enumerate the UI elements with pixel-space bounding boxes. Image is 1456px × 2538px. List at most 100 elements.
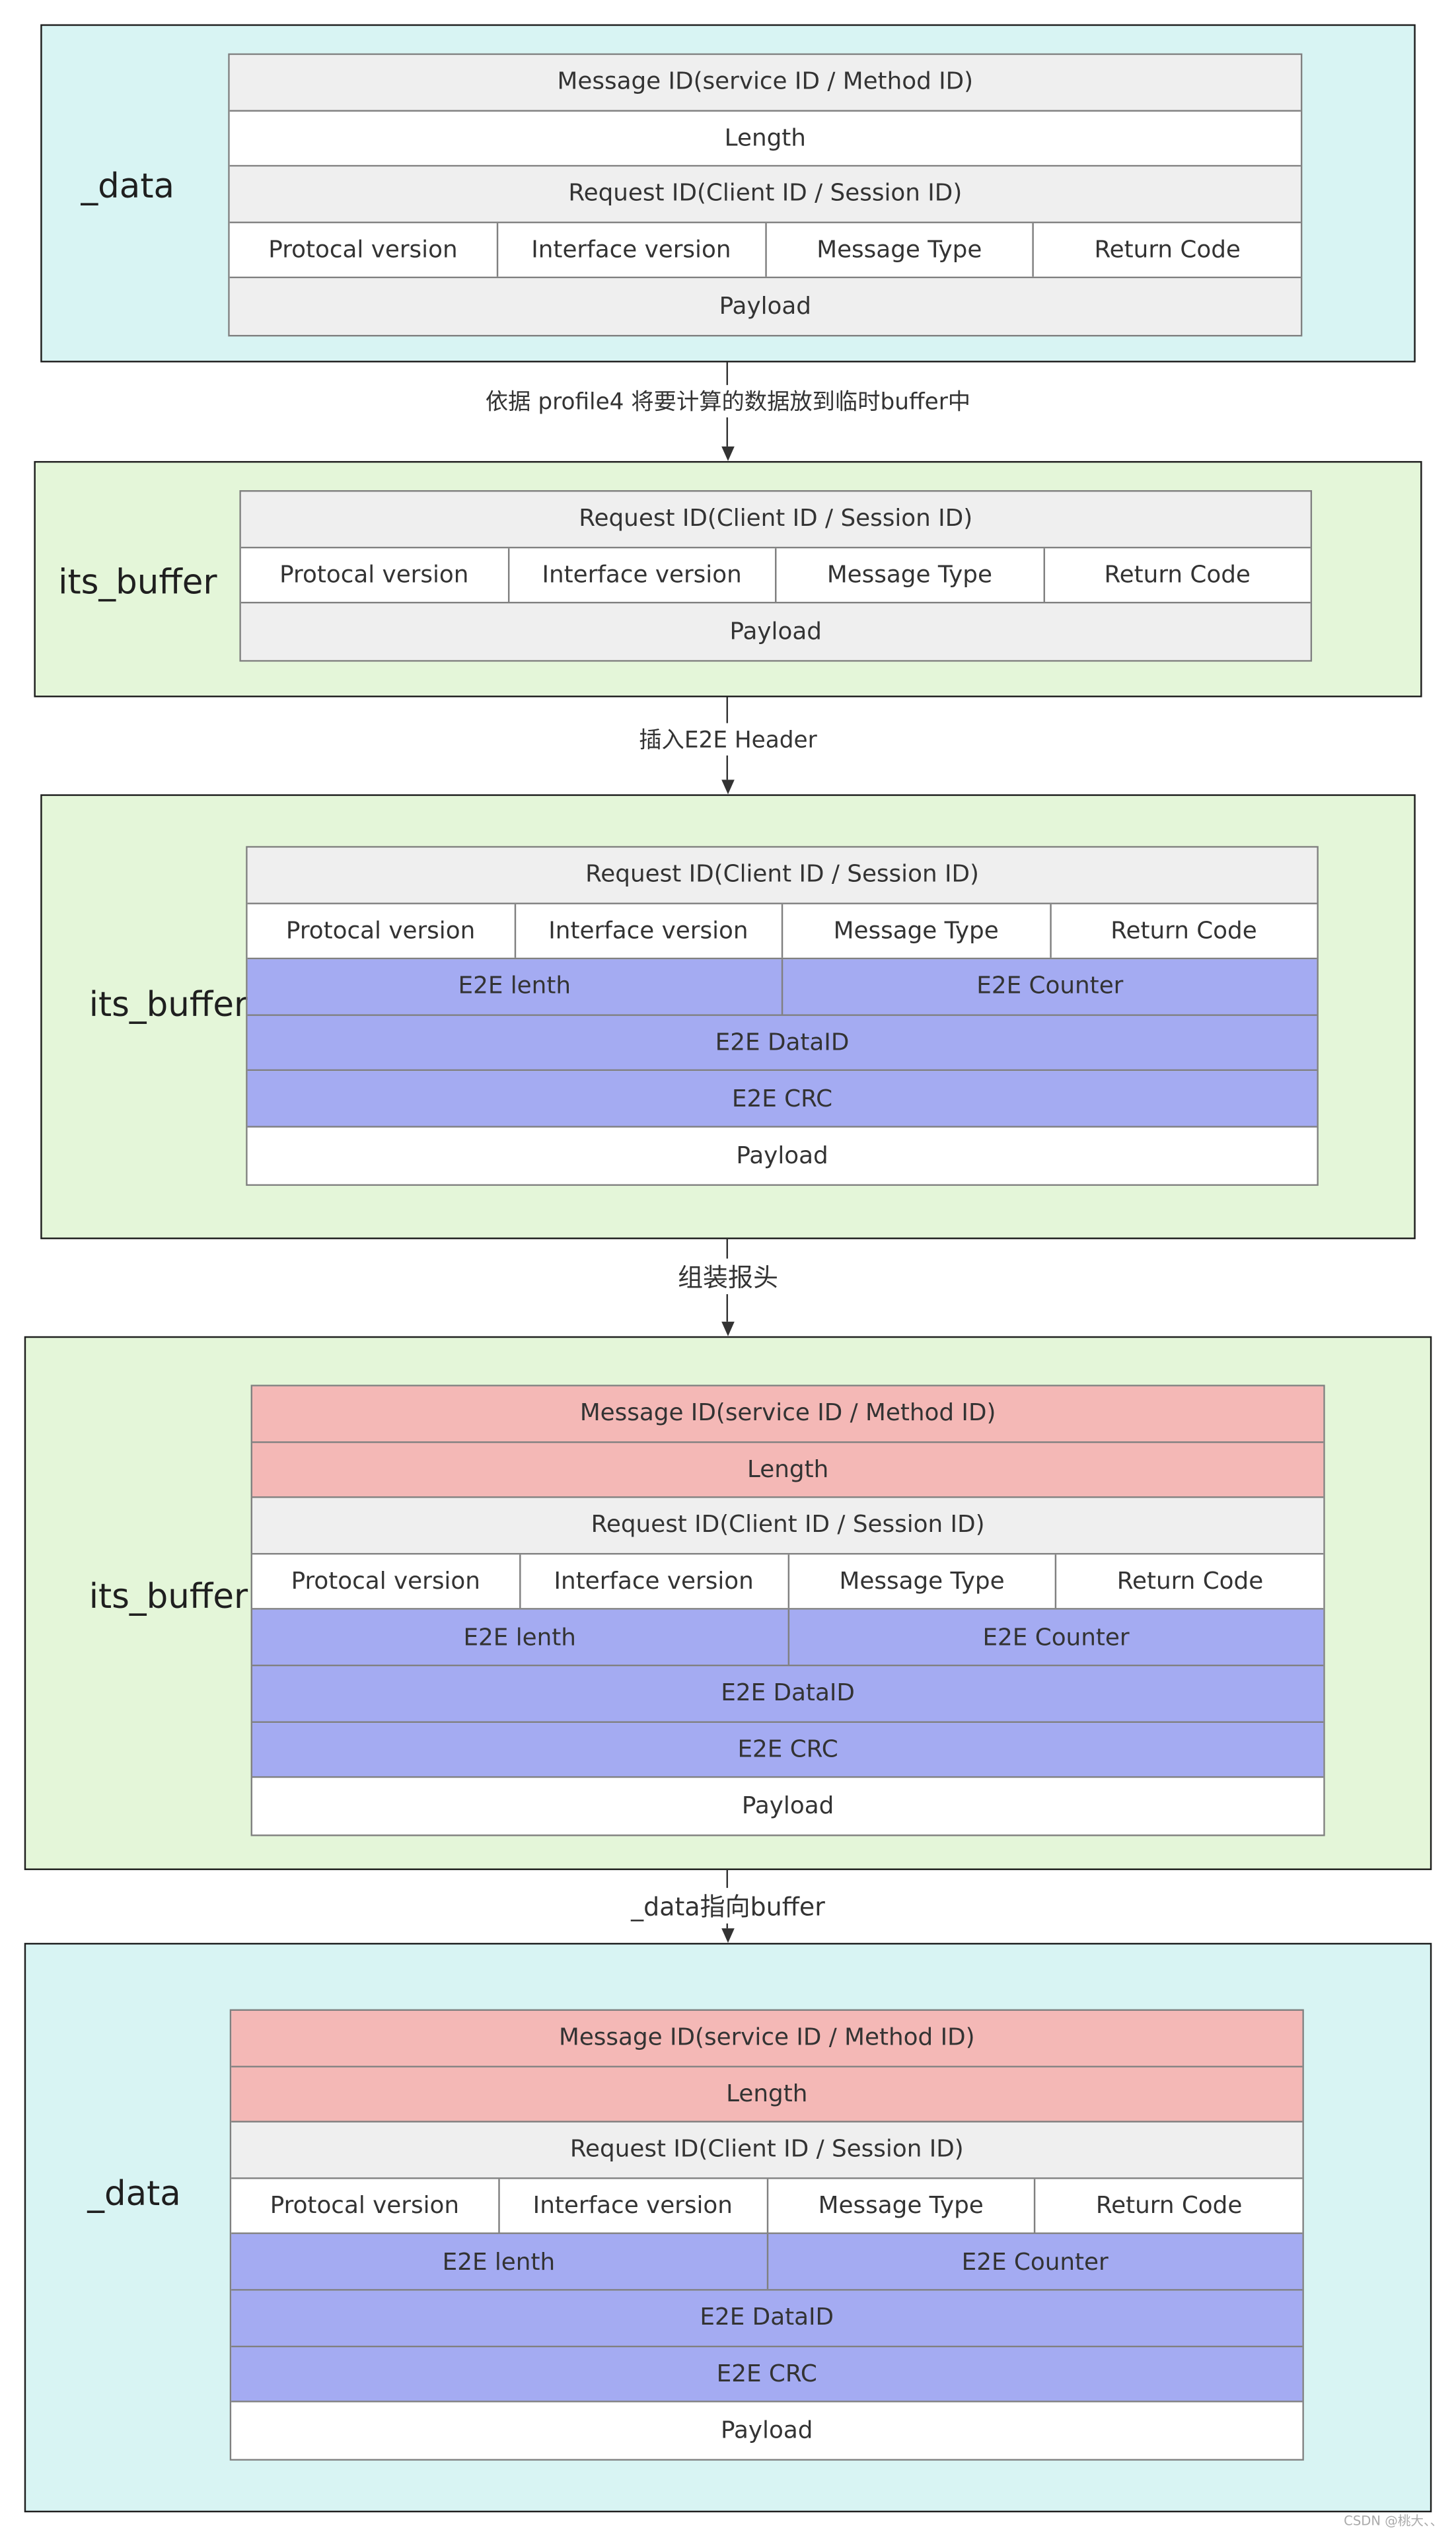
message-id-cell: Message ID(service ID / Method ID): [579, 1400, 996, 1428]
e2e-crc-cell: E2E CRC: [716, 2360, 817, 2388]
e2e-lenth-cell: E2E lenth: [231, 2234, 768, 2290]
e2e-crc-cell: E2E CRC: [731, 1085, 833, 1113]
message-type-cell: Message Type: [766, 223, 1035, 277]
length-cell: Length: [746, 1455, 829, 1484]
table-row: Length: [229, 110, 1301, 167]
panel-label: _data: [81, 166, 175, 206]
protocal-version-cell: Protocal version: [231, 2179, 500, 2233]
table-row: Payload: [231, 2402, 1303, 2459]
table-row: Payload: [229, 279, 1301, 335]
table-row: Payload: [240, 603, 1311, 660]
request-id-cell: Request ID(Client ID / Session ID): [568, 180, 963, 208]
table-row: E2E lenth E2E Counter: [231, 2234, 1303, 2291]
table-row: E2E CRC: [231, 2346, 1303, 2403]
protocal-version-cell: Protocal version: [252, 1554, 521, 1609]
e2e-dataid-cell: E2E DataID: [721, 1679, 855, 1708]
table-row: Request ID(Client ID / Session ID): [240, 491, 1311, 548]
e2e-crc-cell: E2E CRC: [737, 1735, 838, 1763]
table-row: Payload: [252, 1778, 1324, 1834]
e2e-counter-cell: E2E Counter: [976, 972, 1124, 1001]
e2e-lenth-cell: E2E lenth: [248, 959, 783, 1014]
return-code-cell: Return Code: [1110, 917, 1257, 945]
panel-label: its_buffer: [58, 563, 217, 602]
arrow-label: 组装报头: [674, 1258, 782, 1295]
table-row: Protocal version Interface version Messa…: [231, 2179, 1303, 2235]
message-table: Request ID(Client ID / Session ID) Proto…: [239, 490, 1313, 662]
table-row: E2E DataID: [231, 2290, 1303, 2347]
table-row: E2E DataID: [252, 1666, 1324, 1723]
arrowhead: [721, 1321, 734, 1336]
arrow-label: 插入E2E Header: [636, 723, 820, 756]
return-code-cell: Return Code: [1104, 561, 1251, 589]
table-row: Request ID(Client ID / Session ID): [229, 166, 1301, 223]
message-id-cell: Message ID(service ID / Method ID): [558, 2024, 975, 2052]
request-id-cell: Request ID(Client ID / Session ID): [585, 861, 980, 889]
protocal-version-cell: Protocal version: [248, 903, 515, 959]
table-row: E2E lenth E2E Counter: [247, 959, 1317, 1016]
panel-data-original: _data Message ID(service ID / Method ID)…: [40, 24, 1416, 363]
protocal-version-cell: Protocal version: [230, 223, 498, 277]
table-row: Request ID(Client ID / Session ID): [231, 2122, 1303, 2179]
table-row: Protocal version Interface version Messa…: [247, 903, 1317, 960]
table-row: Protocal version Interface version Messa…: [229, 223, 1301, 279]
length-cell: Length: [726, 2080, 808, 2108]
payload-cell: Payload: [736, 1142, 828, 1169]
e2e-counter-cell: E2E Counter: [961, 2248, 1109, 2276]
length-cell: Length: [724, 124, 806, 152]
table-row: Message ID(service ID / Method ID): [229, 55, 1301, 111]
table-row: Protocal version Interface version Messa…: [240, 548, 1311, 604]
arrow-label: _data指向buffer: [628, 1887, 828, 1924]
table-row: E2E DataID: [247, 1015, 1317, 1072]
request-id-cell: Request ID(Client ID / Session ID): [569, 2136, 964, 2164]
payload-cell: Payload: [729, 618, 822, 646]
table-row: E2E CRC: [247, 1071, 1317, 1128]
e2e-counter-cell: E2E Counter: [982, 1623, 1130, 1651]
message-table: Message ID(service ID / Method ID) Lengt…: [229, 2009, 1304, 2461]
message-table: Message ID(service ID / Method ID) Lengt…: [228, 53, 1303, 337]
panel-label: its_buffer: [89, 1577, 248, 1616]
return-code-cell: Return Code: [1094, 236, 1241, 264]
payload-cell: Payload: [741, 1792, 834, 1820]
table-row: Message ID(service ID / Method ID): [231, 2010, 1303, 2067]
table-row: Message ID(service ID / Method ID): [252, 1386, 1324, 1443]
table-row: Length: [252, 1442, 1324, 1499]
message-type-cell: Message Type: [783, 903, 1051, 959]
interface-version-cell: Interface version: [499, 2179, 768, 2233]
table-row: Protocal version Interface version Messa…: [252, 1554, 1324, 1611]
arrowhead: [721, 1928, 734, 1943]
table-row: Request ID(Client ID / Session ID): [252, 1498, 1324, 1554]
message-id-cell: Message ID(service ID / Method ID): [557, 68, 974, 96]
interface-version-cell: Interface version: [498, 223, 766, 277]
arrowhead: [721, 780, 734, 795]
message-type-cell: Message Type: [768, 2179, 1036, 2233]
panel-label: _data: [87, 2174, 181, 2214]
table-row: E2E CRC: [252, 1722, 1324, 1778]
panel-buffer-assembled: its_buffer Message ID(service ID / Metho…: [24, 1336, 1432, 1870]
interface-version-cell: Interface version: [521, 1554, 789, 1609]
message-type-cell: Message Type: [776, 548, 1044, 602]
interface-version-cell: Interface version: [515, 903, 783, 959]
request-id-cell: Request ID(Client ID / Session ID): [579, 505, 973, 533]
message-table: Message ID(service ID / Method ID) Lengt…: [250, 1385, 1325, 1836]
table-row: Request ID(Client ID / Session ID): [247, 848, 1317, 904]
panel-buffer-temp: its_buffer Request ID(Client ID / Sessio…: [34, 460, 1422, 698]
return-code-cell: Return Code: [1095, 2192, 1243, 2220]
table-row: Length: [231, 2066, 1303, 2123]
message-type-cell: Message Type: [789, 1554, 1057, 1609]
request-id-cell: Request ID(Client ID / Session ID): [591, 1511, 985, 1540]
panel-label: its_buffer: [89, 985, 248, 1025]
payload-cell: Payload: [719, 293, 812, 321]
panel-buffer-e2e: its_buffer Request ID(Client ID / Sessio…: [40, 794, 1416, 1239]
return-code-cell: Return Code: [1116, 1568, 1264, 1595]
arrow-label: 依据 profile4 将要计算的数据放到临时buffer中: [482, 384, 974, 417]
table-row: Payload: [247, 1127, 1317, 1184]
watermark: CSDN @桃大、、: [1344, 2514, 1443, 2529]
arrowhead: [721, 446, 734, 461]
table-row: E2E lenth E2E Counter: [252, 1610, 1324, 1667]
e2e-dataid-cell: E2E DataID: [700, 2303, 834, 2332]
panel-data-final: _data Message ID(service ID / Method ID)…: [24, 1943, 1432, 2513]
interface-version-cell: Interface version: [509, 548, 777, 602]
protocal-version-cell: Protocal version: [241, 548, 509, 602]
e2e-lenth-cell: E2E lenth: [252, 1610, 789, 1665]
